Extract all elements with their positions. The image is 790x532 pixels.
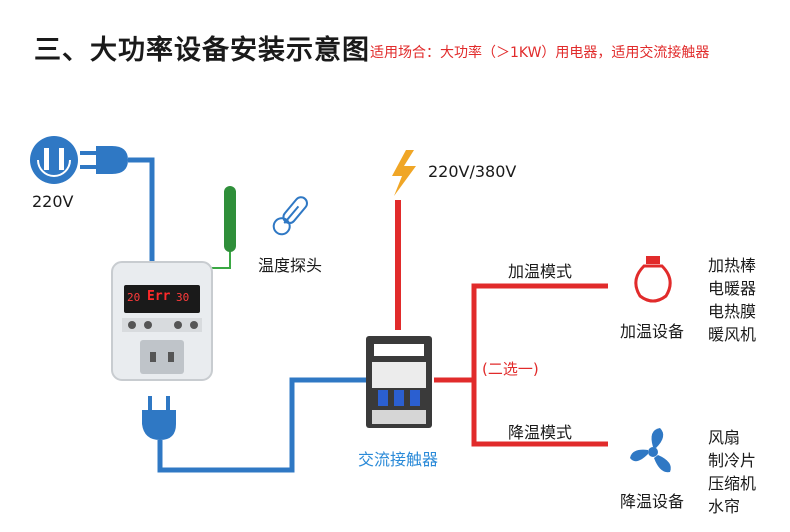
lightning-icon bbox=[392, 150, 416, 196]
cooling-device-list: 风扇 制冷片 压缩机 水帘 bbox=[708, 426, 756, 518]
cooling-item: 压缩机 bbox=[708, 474, 757, 493]
heating-device-list: 加热棒 电暖器 电热膜 暖风机 bbox=[708, 254, 756, 346]
cooling-device-label: 降温设备 bbox=[620, 492, 685, 511]
cooling-item: 制冷片 bbox=[708, 451, 757, 470]
display-right-value: 30 bbox=[176, 291, 190, 304]
cooling-item: 水帘 bbox=[708, 497, 741, 516]
heating-item: 电热膜 bbox=[708, 302, 757, 321]
thermometer-icon bbox=[272, 196, 308, 236]
switch-note: (二选一) bbox=[482, 360, 539, 378]
high-voltage-label: 220V/380V bbox=[428, 162, 517, 181]
cooling-mode-label: 降温模式 bbox=[508, 423, 573, 442]
display-mid-value: Err bbox=[147, 289, 171, 304]
fan-icon bbox=[630, 428, 671, 473]
supply-wire bbox=[128, 157, 155, 262]
page-subtitle: 适用场合：大功率（＞1KW）用电器，适用交流接触器 bbox=[370, 45, 710, 61]
cooling-item: 风扇 bbox=[708, 428, 741, 447]
power-outlet-icon bbox=[30, 136, 78, 184]
cooling-wire bbox=[471, 380, 608, 447]
sensor-label: 温度探头 bbox=[258, 256, 323, 275]
contactor-label: 交流接触器 bbox=[358, 450, 439, 469]
heating-item: 暖风机 bbox=[708, 325, 757, 344]
heating-item: 加热棒 bbox=[708, 256, 757, 275]
ac-contactor bbox=[366, 336, 432, 428]
page-title: 三、大功率设备安装示意图 bbox=[34, 35, 370, 66]
heating-item: 电暖器 bbox=[708, 279, 757, 298]
temperature-controller bbox=[111, 261, 213, 381]
control-wire bbox=[157, 377, 370, 473]
supply-voltage-label: 220V bbox=[32, 192, 74, 211]
display-left-value: 20 bbox=[127, 291, 141, 304]
heating-device-label: 加温设备 bbox=[620, 322, 685, 341]
heater-bulb-icon bbox=[634, 256, 672, 303]
controller-plug-icon bbox=[142, 396, 176, 440]
plug-icon bbox=[80, 146, 128, 174]
temperature-probe bbox=[224, 186, 236, 252]
heating-wire bbox=[434, 283, 608, 383]
heating-mode-label: 加温模式 bbox=[508, 262, 573, 281]
